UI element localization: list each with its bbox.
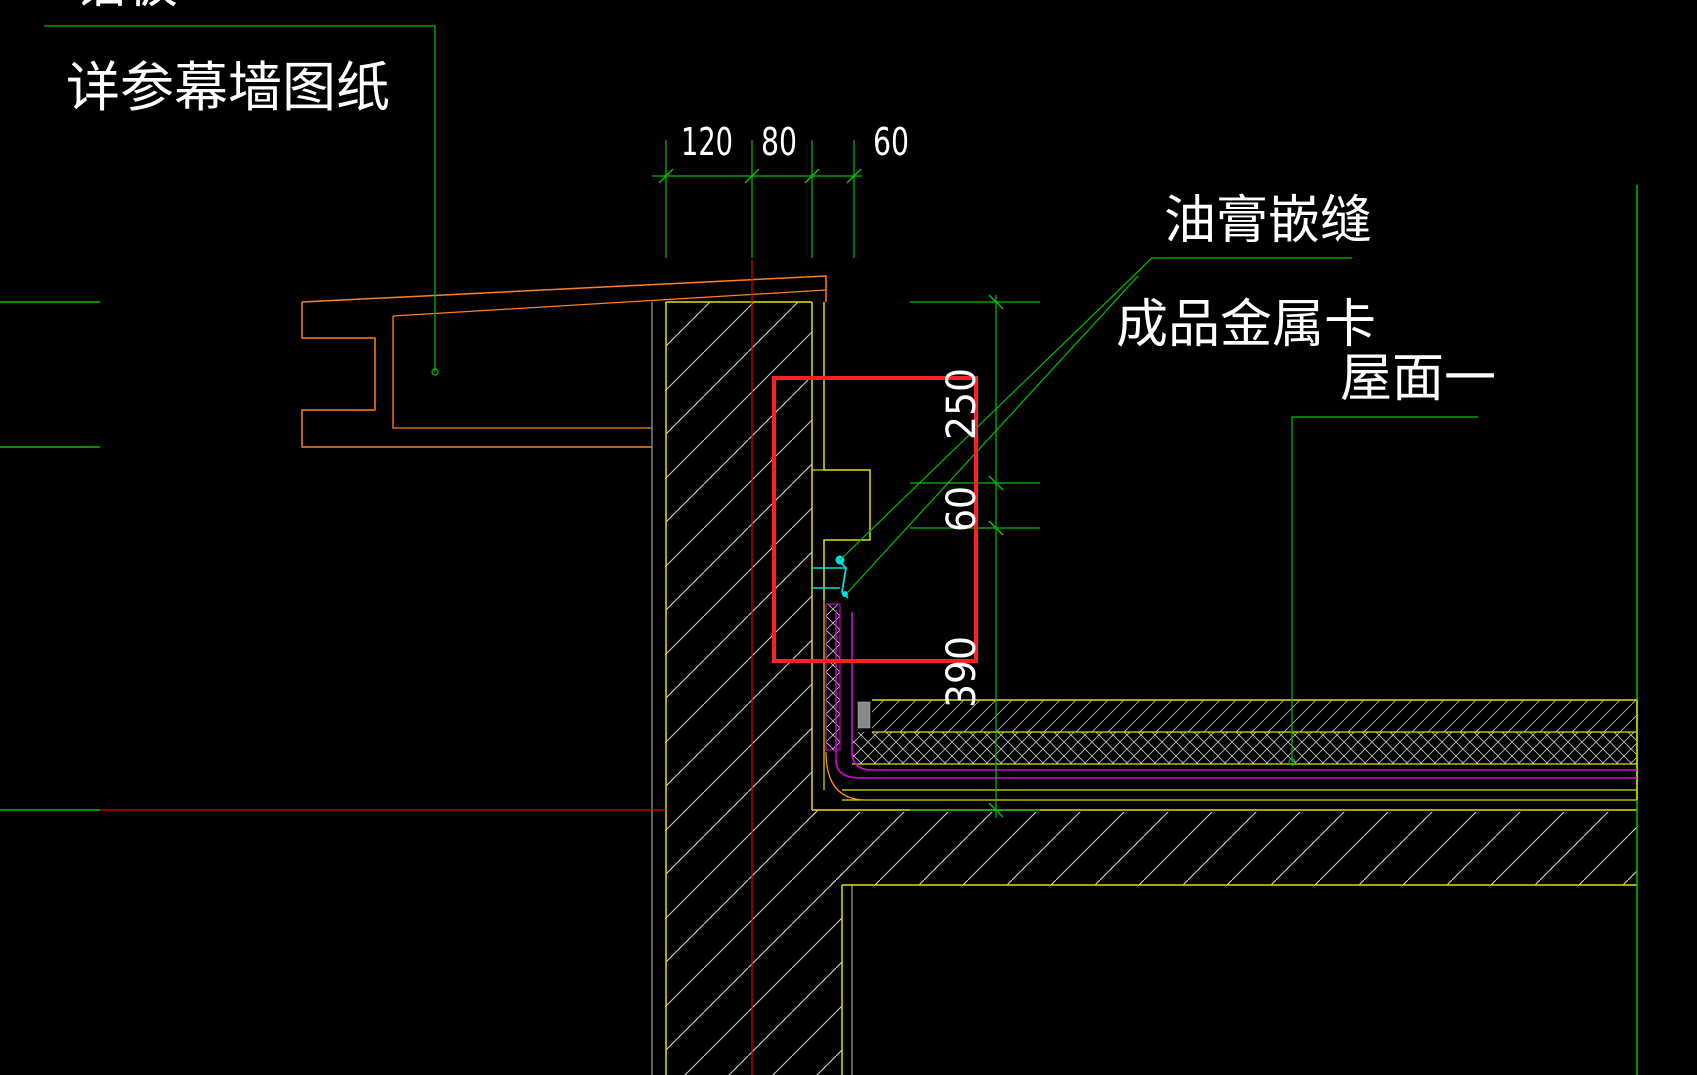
sealant-joint-label: 油膏嵌缝 [1164, 191, 1372, 251]
reference-lines [0, 301, 100, 811]
roof-type-label: 屋面一 [1340, 349, 1496, 409]
concrete-wall [651, 301, 843, 1075]
roof-slab [812, 809, 1637, 1075]
metal-clip [812, 555, 849, 599]
horizontal-dimensions [652, 140, 862, 258]
dim-h-60: 60 [873, 120, 909, 164]
dim-h-120: 120 [681, 120, 733, 164]
curtain-wall-label: 详参幕墙图纸 [66, 56, 390, 119]
roof-layers [842, 185, 1638, 1075]
axis-lines [100, 260, 753, 1075]
dim-v-250: 250 [939, 368, 985, 440]
top-partial-label: 铝板 [74, 0, 178, 15]
parapet-upstand [812, 302, 1637, 801]
highlight-box [772, 376, 978, 663]
leader-lines [44, 25, 1478, 766]
aluminum-cladding [301, 275, 827, 448]
dim-v-60: 60 [939, 486, 985, 532]
dim-v-390: 390 [939, 636, 985, 708]
metal-clip-label: 成品金属卡 [1116, 295, 1376, 355]
dim-h-80: 80 [761, 120, 797, 164]
